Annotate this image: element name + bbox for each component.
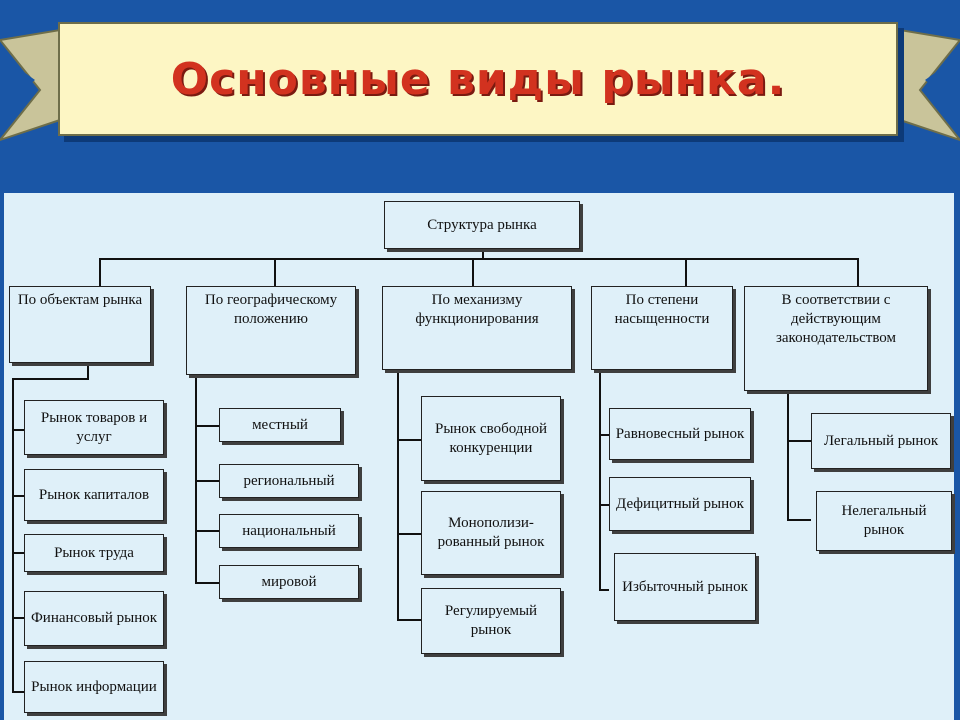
connector — [87, 363, 89, 379]
category-box: По механизму функционирования — [382, 286, 572, 370]
root-box: Структура рынка — [384, 201, 580, 249]
connector — [482, 249, 484, 258]
market-type-box: Монополизи-рованный рынок — [421, 491, 561, 575]
connector — [12, 378, 89, 380]
market-type-box: национальный — [219, 514, 359, 548]
connector — [685, 258, 687, 286]
connector — [195, 582, 219, 584]
connector — [472, 258, 474, 286]
connector — [12, 378, 14, 693]
market-type-box: Рынок свободной конкуренции — [421, 396, 561, 481]
connector — [195, 480, 219, 482]
page-title: Основные виды рынка. — [170, 53, 786, 105]
connector — [195, 530, 219, 532]
connector — [787, 519, 811, 521]
connector — [12, 495, 24, 497]
connector — [397, 439, 421, 441]
connector — [599, 504, 609, 506]
market-type-box: Регулируемый рынок — [421, 588, 561, 654]
category-box: По объектам рынка — [9, 286, 151, 363]
market-type-box: Равновесный рынок — [609, 408, 751, 460]
connector — [787, 391, 789, 521]
market-type-box: Рынок капиталов — [24, 469, 164, 521]
connector — [397, 533, 421, 535]
market-type-box: Финансовый рынок — [24, 591, 164, 646]
category-box: По степени насыщенности — [591, 286, 733, 370]
connector — [274, 258, 276, 286]
market-type-box: Рынок товаров и услуг — [24, 400, 164, 455]
market-type-box: Нелегальный рынок — [816, 491, 952, 551]
connector — [99, 258, 101, 286]
market-type-box: местный — [219, 408, 341, 442]
connector — [599, 589, 609, 591]
connector — [12, 691, 24, 693]
connector — [12, 617, 24, 619]
connector — [195, 425, 219, 427]
connector — [397, 370, 399, 621]
market-type-box: региональный — [219, 464, 359, 498]
connector — [99, 258, 858, 260]
connector — [599, 434, 609, 436]
connector — [599, 370, 601, 591]
market-type-box: мировой — [219, 565, 359, 599]
category-box: По географическому положению — [186, 286, 356, 375]
category-box: В соответствии с действующим законодател… — [744, 286, 928, 391]
market-type-box: Легальный рынок — [811, 413, 951, 469]
market-type-box: Дефицитный рынок — [609, 477, 751, 531]
title-banner: Основные виды рынка. — [58, 22, 898, 136]
diagram-panel: Структура рынка По объектам рынка По гео… — [4, 193, 954, 720]
market-type-box: Рынок информации — [24, 661, 164, 713]
connector — [12, 429, 24, 431]
connector — [787, 440, 811, 442]
connector — [195, 375, 197, 584]
connector — [12, 552, 24, 554]
connector — [857, 258, 859, 286]
connector — [397, 619, 421, 621]
banner-ribbon — [0, 28, 960, 142]
market-type-box: Избыточный рынок — [614, 553, 756, 621]
market-type-box: Рынок труда — [24, 534, 164, 572]
